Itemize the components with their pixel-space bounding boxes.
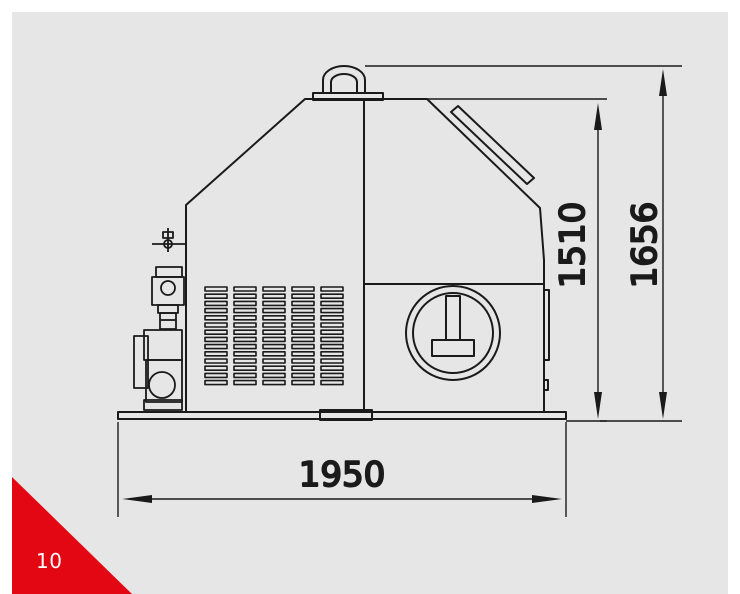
inspection-window <box>405 285 501 381</box>
total-height-label: 1656 <box>625 202 665 289</box>
angled-lid <box>450 105 535 185</box>
valve-assembly <box>133 228 186 411</box>
drawing-panel <box>12 12 728 594</box>
body-height-label: 1510 <box>553 202 593 289</box>
ventilation-grille <box>204 286 344 386</box>
page-number: 10 <box>36 549 63 573</box>
total-height-dimension <box>365 65 682 422</box>
machine-housing <box>185 98 545 413</box>
lifting-eye <box>312 65 384 101</box>
corner-badge <box>12 477 132 594</box>
body-height-dimension <box>427 98 607 422</box>
width-dimension <box>117 422 567 517</box>
side-panel <box>543 289 550 391</box>
base-plate <box>117 409 567 421</box>
width-label: 1950 <box>299 455 386 495</box>
